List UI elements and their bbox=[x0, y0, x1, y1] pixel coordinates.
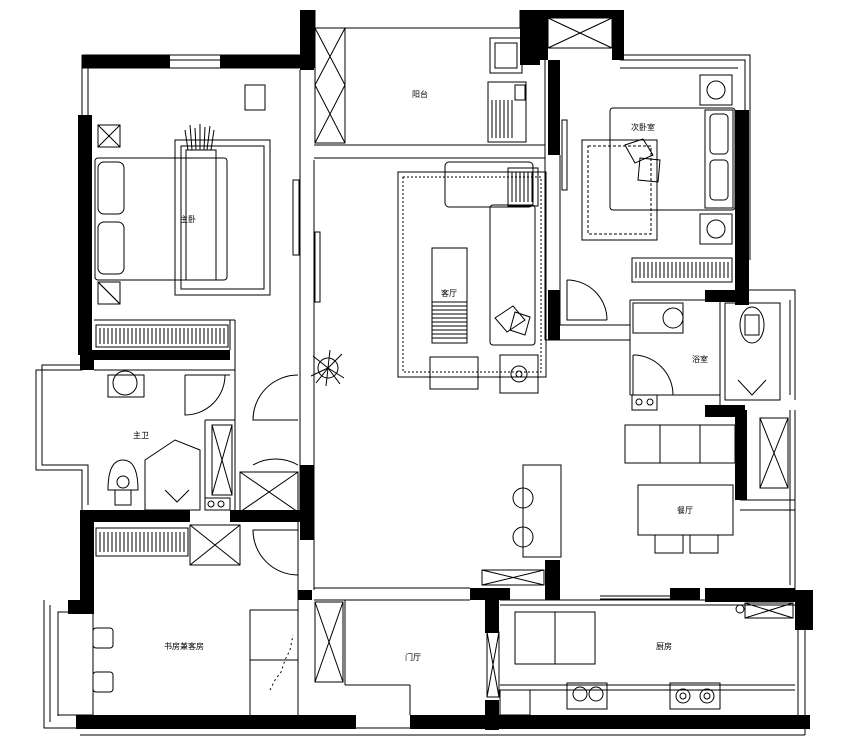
master-bath-fixtures bbox=[107, 370, 231, 511]
storage-boxes bbox=[97, 17, 794, 698]
room-label-second-bedroom: 次卧室 bbox=[631, 122, 655, 132]
room-label-master-bath: 主卫 bbox=[133, 430, 149, 440]
doors bbox=[184, 279, 674, 600]
study-furniture bbox=[57, 611, 294, 716]
room-label-kitchen: 厨房 bbox=[656, 641, 672, 651]
room-label-master-bedroom: 主卧 bbox=[180, 214, 196, 224]
room-label-bathroom: 浴室 bbox=[692, 354, 708, 364]
second-bed bbox=[561, 74, 736, 245]
balcony-fixtures bbox=[487, 37, 527, 143]
bathroom-fixtures bbox=[631, 302, 781, 411]
room-labels: 阳台 次卧室 主卧 客厅 浴室 主卫 餐厅 书房兼客房 门厅 厨房 bbox=[133, 89, 708, 662]
wardrobes bbox=[95, 257, 733, 557]
dining-furniture bbox=[512, 424, 736, 558]
room-label-dining-room: 餐厅 bbox=[677, 506, 693, 515]
walls bbox=[68, 10, 813, 730]
room-label-entrance-hall: 门厅 bbox=[405, 652, 421, 662]
plant-icon bbox=[310, 349, 345, 387]
room-label-balcony: 阳台 bbox=[412, 89, 428, 99]
living-furniture bbox=[314, 161, 547, 394]
master-bed bbox=[94, 84, 300, 296]
interior-lines bbox=[94, 60, 795, 715]
room-label-study-guestroom: 书房兼客房 bbox=[164, 641, 204, 651]
room-label-living-room: 客厅 bbox=[441, 288, 457, 298]
kitchen-fixtures bbox=[499, 604, 745, 716]
